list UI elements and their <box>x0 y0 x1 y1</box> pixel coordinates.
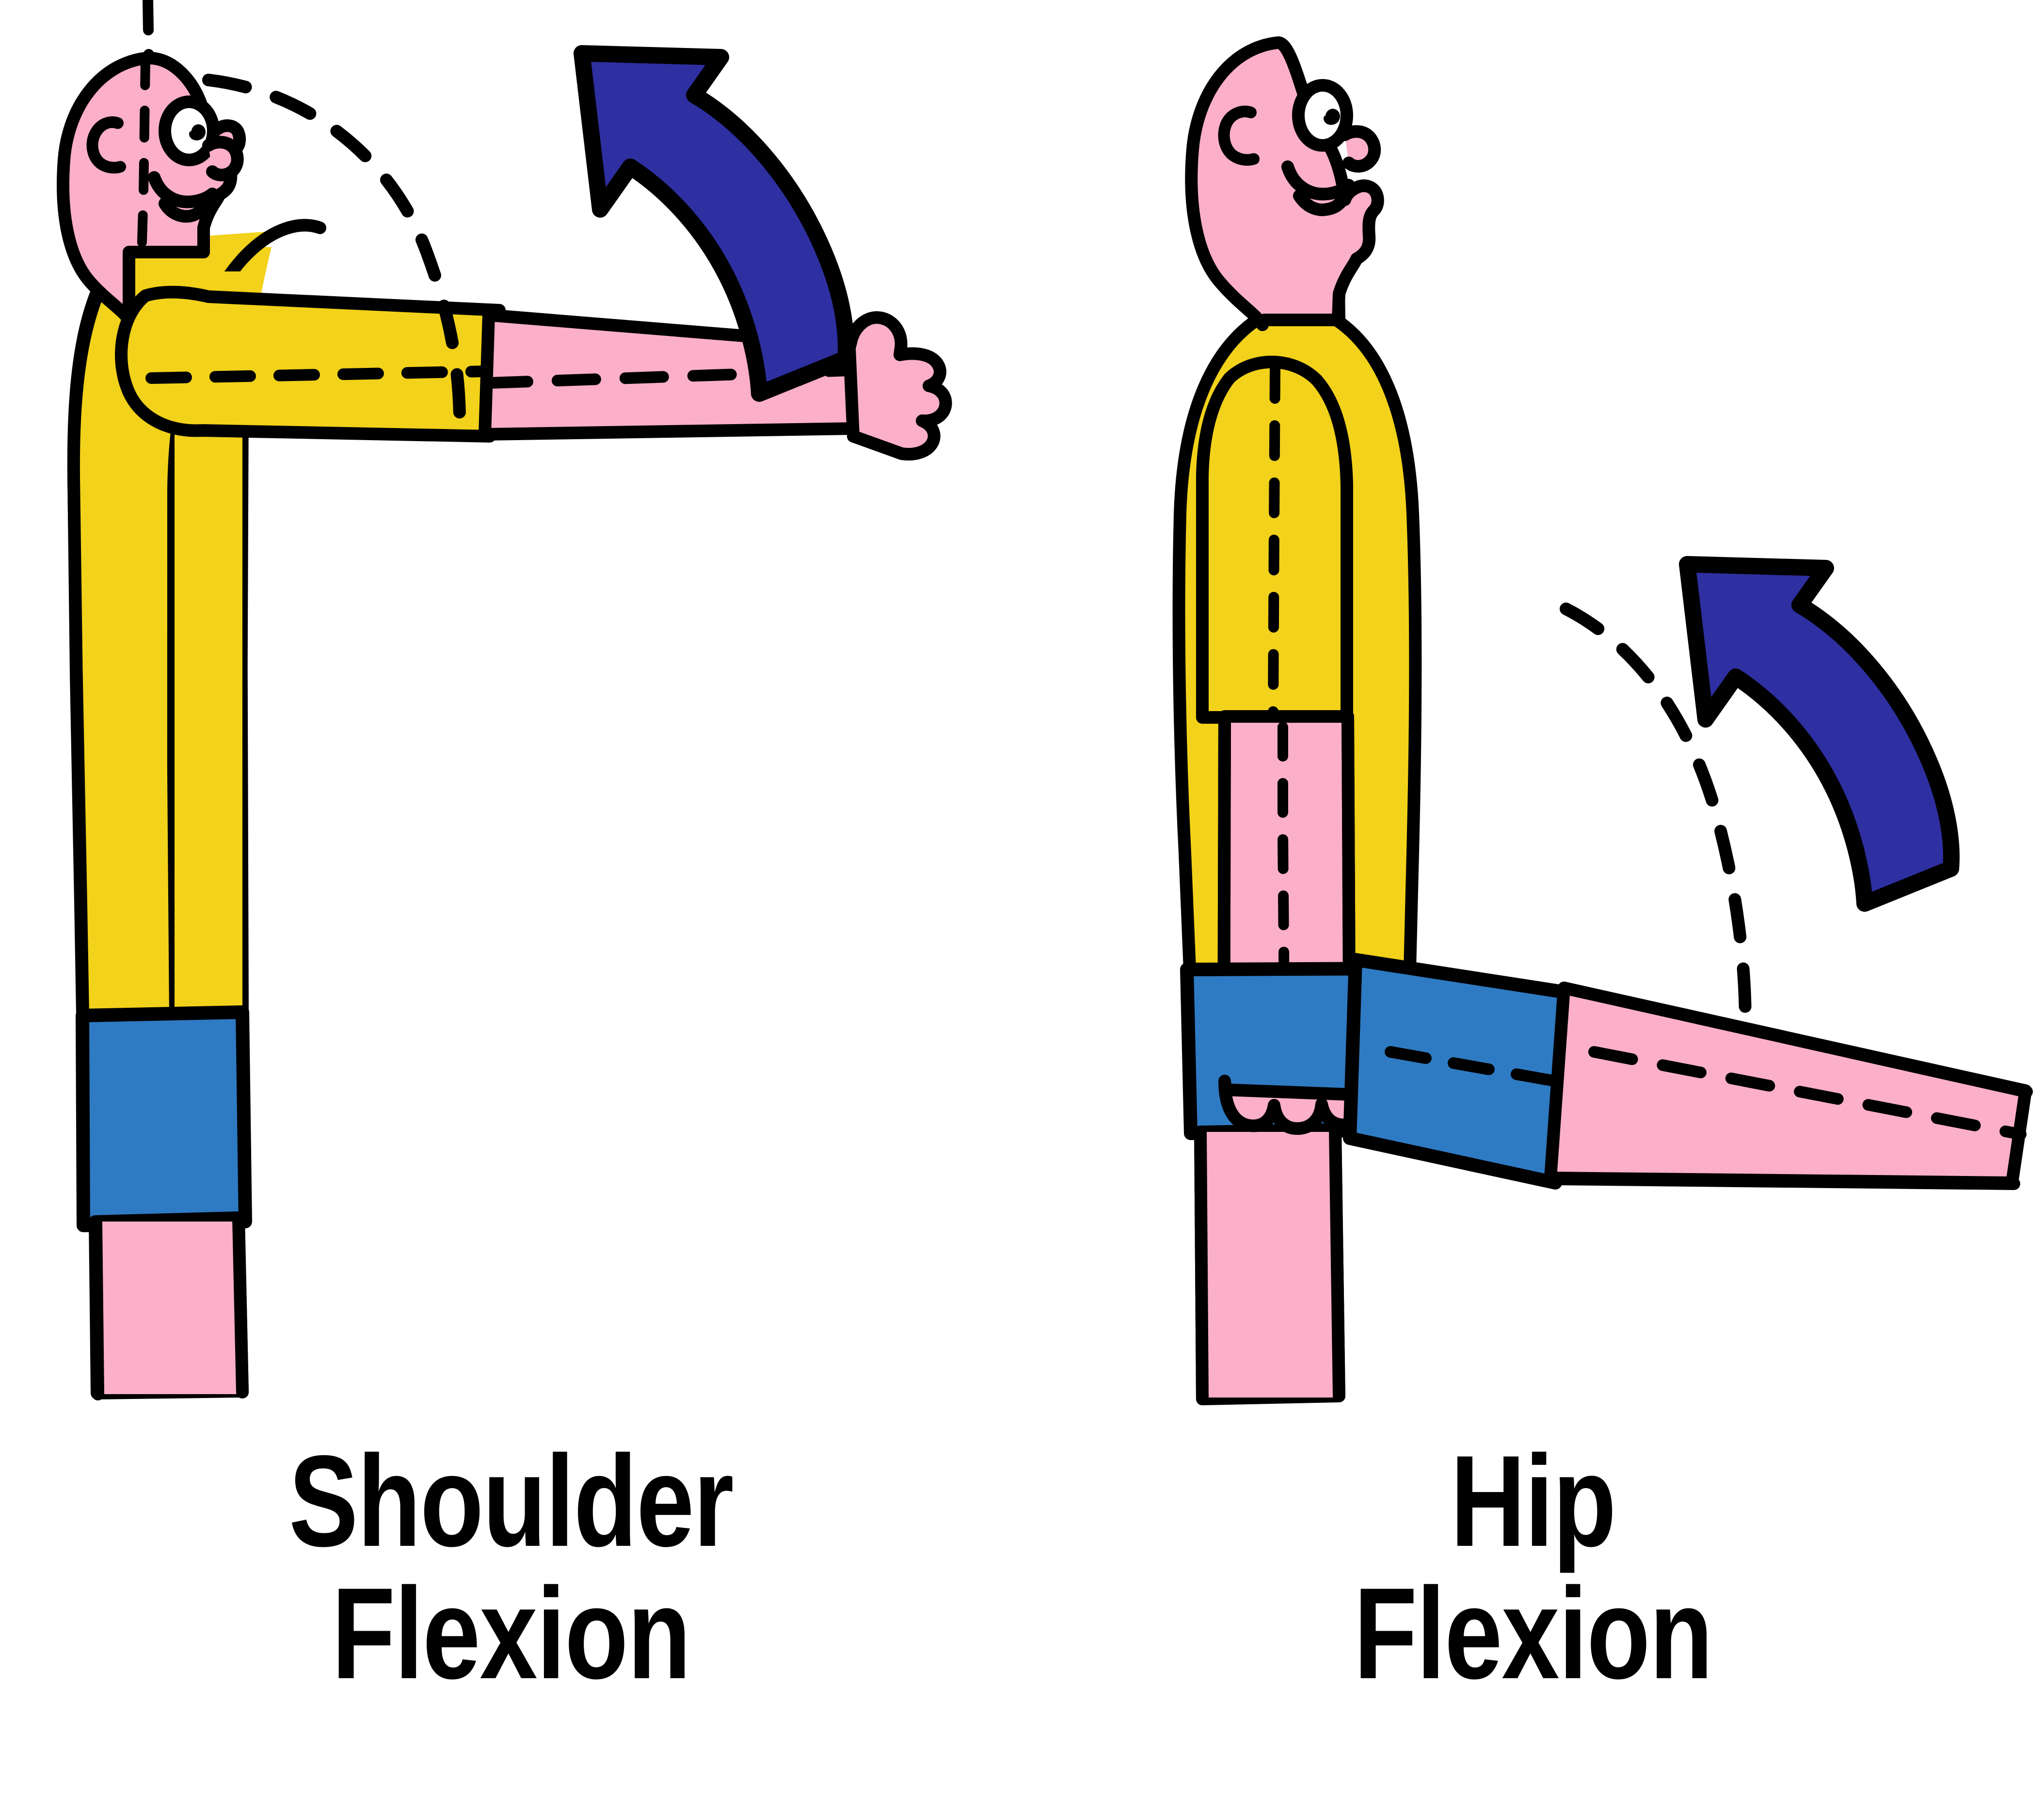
caption-shoulder-flexion: Shoulder Flexion <box>102 1428 920 1706</box>
eye-pupil <box>1324 109 1340 125</box>
nose <box>1339 125 1381 173</box>
standing-leg-fill <box>1202 1132 1336 1398</box>
caption-line-2: Flexion <box>1354 1560 1713 1706</box>
torso-fill-panel <box>175 271 242 1011</box>
raised-leg-dashed-line <box>1588 1046 2027 1140</box>
curved-arrow <box>574 45 854 402</box>
raised-leg <box>1544 982 2032 1189</box>
standing-leg-right-edge <box>1329 1123 1345 1402</box>
leg-left-edge <box>90 1216 104 1400</box>
raised-leg-top-edge <box>1558 982 2033 1098</box>
panel-hip-flexion: Hip Flexion <box>1022 0 2044 1811</box>
hip-flexion-figure <box>1172 36 2033 1405</box>
leg-right-edge <box>232 1212 249 1398</box>
curved-arrow <box>1679 556 1960 912</box>
shorts-raised-thigh <box>1343 953 1576 1190</box>
caption-line-1: Hip <box>1450 1428 1616 1573</box>
ear-icon <box>86 116 126 174</box>
sleeve <box>115 286 506 443</box>
caption-hip-flexion: Hip Flexion <box>1124 1428 1942 1706</box>
mouth <box>148 171 219 208</box>
eye <box>159 95 220 166</box>
raised-leg-bottom-edge <box>1546 1173 2020 1190</box>
standing-leg-left-edge <box>1194 1126 1209 1405</box>
chin <box>159 197 210 223</box>
eye-pupil <box>189 124 206 141</box>
caption-line-2: Flexion <box>332 1560 691 1706</box>
eye <box>1292 79 1353 152</box>
shorts <box>76 1005 252 1232</box>
ear-icon <box>1218 106 1260 166</box>
motion-arc-dashed <box>202 74 466 443</box>
head-midline-dashed <box>137 53 150 262</box>
chin <box>1293 190 1348 216</box>
panel-shoulder-flexion: Shoulder Flexion <box>57 0 952 1706</box>
hand <box>843 311 952 461</box>
shoulder-flexion-figure <box>57 0 952 1400</box>
leg-fill <box>97 1222 239 1394</box>
mouth <box>1281 160 1355 201</box>
nose <box>202 136 244 181</box>
sleeve-dashed-line <box>145 365 491 384</box>
arm-dashed-line <box>484 364 883 389</box>
caption-line-1: Shoulder <box>288 1428 734 1573</box>
shorts-raised-dashed-line <box>1385 1046 1566 1088</box>
motion-arc-dashed <box>1560 603 1752 1029</box>
